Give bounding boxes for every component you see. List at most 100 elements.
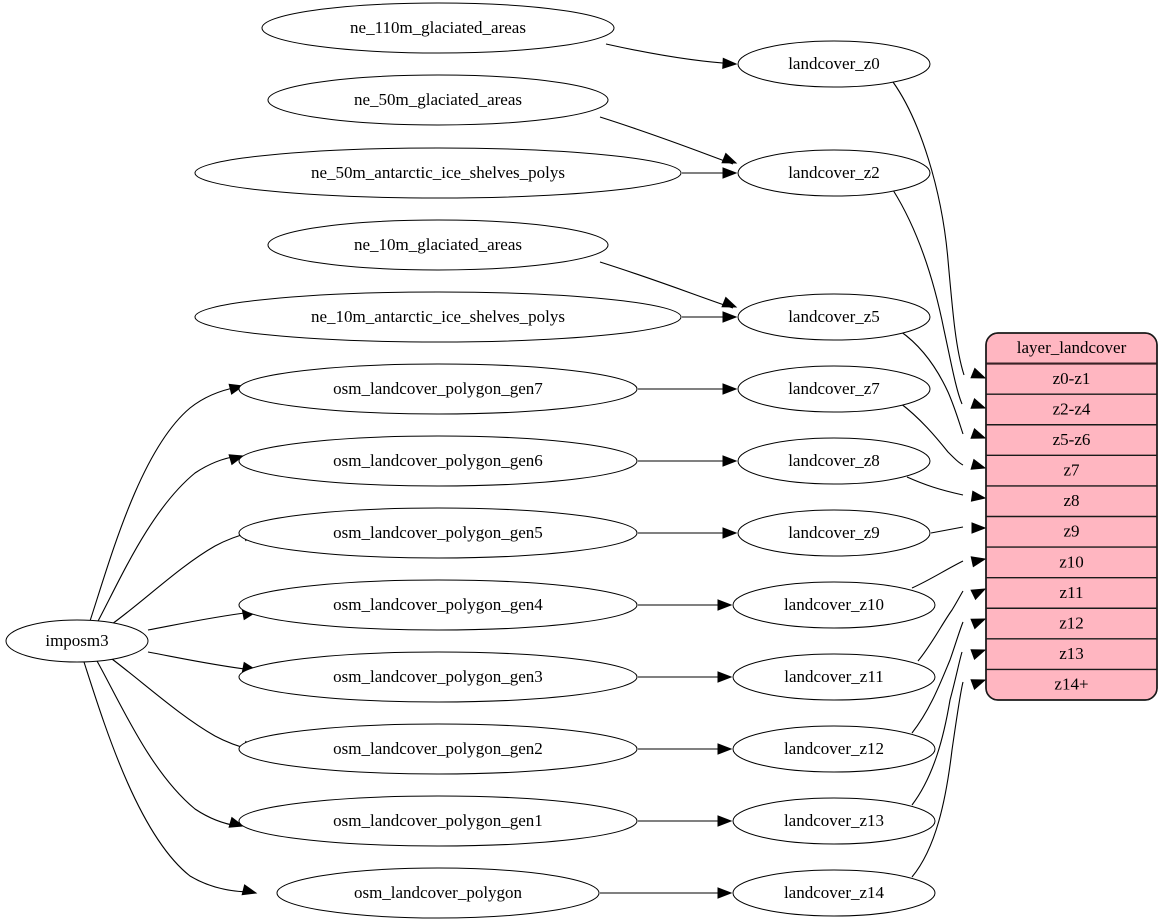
- node-label: osm_landcover_polygon_gen6: [333, 451, 543, 470]
- node-osm_landcover_polygon_gen7[interactable]: osm_landcover_polygon_gen7: [238, 363, 638, 415]
- arrowhead-osm_polygon: [241, 884, 258, 896]
- node-shape: [238, 579, 638, 631]
- node-label: landcover_z0: [788, 54, 880, 73]
- node-label: osm_landcover_polygon_gen2: [333, 739, 543, 758]
- edge-landcover_z11-to-row_z11: [917, 590, 964, 662]
- node-shape: [238, 435, 638, 487]
- node-shape: [732, 653, 936, 701]
- node-landcover_z0[interactable]: landcover_z0: [737, 40, 931, 88]
- node-osm_landcover_polygon[interactable]: osm_landcover_polygon: [276, 867, 600, 919]
- arrowhead-row_z5-z6: [970, 428, 987, 439]
- table-row-label: z14+: [1054, 675, 1088, 694]
- node-shape: [732, 581, 936, 629]
- arrowhead-row_z7: [970, 458, 987, 470]
- node-label: landcover_z8: [788, 451, 880, 470]
- node-landcover_z7[interactable]: landcover_z7: [737, 365, 931, 413]
- arrowhead-landcover_z5_a: [721, 296, 738, 308]
- edge-landcover_z9-to-row_z9: [930, 526, 964, 534]
- table-row-label: z9: [1063, 522, 1079, 541]
- node-osm_landcover_polygon_gen4[interactable]: osm_landcover_polygon_gen4: [238, 579, 638, 631]
- source-nodes-layer: imposm3 ne_110m_glaciated_areas ne_50m_gla…: [5, 2, 682, 919]
- table-row-label: z11: [1060, 583, 1084, 602]
- table-row-z14+[interactable]: z14+: [1054, 675, 1088, 694]
- node-ne_50m_antarctic_ice_shelves_polys[interactable]: ne_50m_antarctic_ice_shelves_polys: [194, 147, 682, 199]
- arrowhead-landcover_z2_a: [721, 152, 738, 164]
- node-landcover_z13[interactable]: landcover_z13: [732, 797, 936, 845]
- edge-landcover_z14-to-row_z14+: [911, 681, 964, 878]
- node-shape: [732, 725, 936, 773]
- arrowhead-landcover_z2_b: [722, 167, 738, 179]
- node-shape: [737, 40, 931, 88]
- table-row-z11[interactable]: z11: [1060, 583, 1084, 602]
- edge-imposm3-to-osm_landcover_polygon_gen1: [96, 660, 239, 827]
- node-landcover_z11[interactable]: landcover_z11: [732, 653, 936, 701]
- arrowhead-landcover_z5_b: [722, 311, 738, 323]
- arrowhead-row_z2-z4: [970, 398, 987, 409]
- table-row-z2-z4[interactable]: z2-z4: [1053, 399, 1091, 418]
- edge-imposm3-to-osm_landcover_polygon_gen5: [111, 531, 253, 625]
- node-label: landcover_z9: [788, 523, 880, 542]
- node-label: ne_10m_glaciated_areas: [354, 235, 522, 254]
- node-label: ne_50m_glaciated_areas: [354, 90, 522, 109]
- node-shape: [238, 507, 638, 559]
- arrowhead-row_z12: [970, 618, 987, 630]
- table-row-z12[interactable]: z12: [1059, 613, 1084, 632]
- node-landcover_z8[interactable]: landcover_z8: [737, 437, 931, 485]
- node-osm_landcover_polygon_gen6[interactable]: osm_landcover_polygon_gen6: [238, 435, 638, 487]
- edge-landcover_z8-to-row_z8: [906, 476, 964, 496]
- node-shape: [267, 74, 609, 126]
- node-landcover_z10[interactable]: landcover_z10: [732, 581, 936, 629]
- arrowhead-row_z14+: [970, 679, 987, 690]
- node-shape: [261, 2, 615, 54]
- node-shape: [238, 723, 638, 775]
- node-osm_landcover_polygon_gen1[interactable]: osm_landcover_polygon_gen1: [238, 795, 638, 847]
- node-landcover_z2[interactable]: landcover_z2: [737, 149, 931, 197]
- node-landcover_z12[interactable]: landcover_z12: [732, 725, 936, 773]
- arrowhead-osm_gen1: [228, 816, 245, 828]
- node-label: landcover_z11: [784, 667, 883, 686]
- table-row-z13[interactable]: z13: [1059, 644, 1084, 663]
- arrowhead-landcover_z12: [717, 743, 733, 755]
- table-outline: [985, 332, 1158, 701]
- node-shape: [276, 867, 600, 919]
- table-row-z0-z1[interactable]: z0-z1: [1053, 369, 1091, 388]
- table-row-z5-z6[interactable]: z5-z6: [1053, 430, 1091, 449]
- node-osm_landcover_polygon_gen2[interactable]: osm_landcover_polygon_gen2: [238, 723, 638, 775]
- edge-landcover_z5-to-row_z5-z6: [899, 330, 964, 435]
- arrowhead-landcover_z10: [717, 599, 733, 611]
- table-row-label: z12: [1059, 613, 1084, 632]
- arrowheads-layer: [228, 57, 987, 899]
- mid-nodes-layer: landcover_z0 landcover_z2 landcover_z5land…: [732, 40, 936, 917]
- node-ne_110m_glaciated_areas[interactable]: ne_110m_glaciated_areas: [261, 2, 615, 54]
- table-row-label: z5-z6: [1053, 430, 1091, 449]
- node-landcover_z5[interactable]: landcover_z5: [737, 293, 931, 341]
- node-ne_50m_glaciated_areas[interactable]: ne_50m_glaciated_areas: [267, 74, 609, 126]
- node-label: osm_landcover_polygon_gen5: [333, 523, 543, 542]
- table-row-z9[interactable]: z9: [1063, 522, 1079, 541]
- edge-imposm3-to-osm_landcover_polygon_gen3: [147, 651, 253, 671]
- edge-landcover_z13-to-row_z13: [911, 651, 963, 806]
- arrowhead-osm_gen6: [228, 454, 245, 466]
- table-row-label: z7: [1063, 461, 1080, 480]
- node-ne_10m_antarctic_ice_shelves_polys[interactable]: ne_10m_antarctic_ice_shelves_polys: [194, 291, 682, 343]
- arrowhead-landcover_z11: [717, 671, 733, 683]
- node-shape: [737, 149, 931, 197]
- node-imposm3[interactable]: imposm3: [5, 619, 149, 663]
- table-row-label: z2-z4: [1053, 399, 1091, 418]
- node-osm_landcover_polygon_gen3[interactable]: osm_landcover_polygon_gen3: [238, 651, 638, 703]
- edge-ne_50m_glaciated_areas-to-landcover_z2: [599, 116, 734, 165]
- table-row-z7[interactable]: z7: [1063, 461, 1080, 480]
- node-shape: [238, 651, 638, 703]
- node-landcover_z9[interactable]: landcover_z9: [737, 509, 931, 557]
- table-row-z10[interactable]: z10: [1059, 552, 1084, 571]
- node-ne_10m_glaciated_areas[interactable]: ne_10m_glaciated_areas: [267, 219, 609, 271]
- table-row-z8[interactable]: z8: [1063, 491, 1079, 510]
- edge-ne_110m_glaciated_areas-to-landcover_z0: [605, 43, 737, 65]
- edge-imposm3-to-osm_landcover_polygon_gen4: [147, 611, 253, 631]
- node-landcover_z14[interactable]: landcover_z14: [732, 869, 936, 917]
- node-label: landcover_z13: [784, 811, 884, 830]
- node-label: osm_landcover_polygon_gen4: [333, 595, 543, 614]
- node-osm_landcover_polygon_gen5[interactable]: osm_landcover_polygon_gen5: [238, 507, 638, 559]
- layer-landcover-table: layer_landcoverz0-z1z2-z4z5-z6z7z8z9z10z…: [985, 332, 1158, 701]
- node-shape: [194, 147, 682, 199]
